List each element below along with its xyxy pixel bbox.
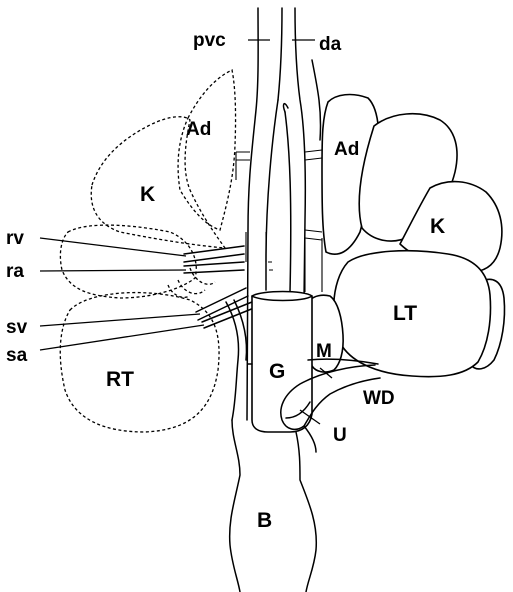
label-b: B — [257, 509, 272, 532]
label-u: U — [333, 425, 347, 446]
label-rv: rv — [6, 228, 24, 249]
label-kidney-right: K — [430, 215, 445, 238]
adrenal-left-outline — [178, 70, 235, 230]
label-rt: RT — [106, 368, 134, 391]
left-side-vessels — [184, 246, 254, 420]
label-pvc: pvc — [193, 30, 226, 51]
bladder-outline — [230, 420, 317, 592]
label-m: M — [316, 341, 332, 362]
label-kidney-left: K — [140, 183, 155, 206]
label-ra: ra — [6, 261, 24, 282]
kidney-left-lower-outline — [60, 225, 196, 298]
label-wd: WD — [363, 388, 395, 409]
label-adrenal-left: Ad — [186, 119, 211, 140]
label-sa: sa — [6, 345, 28, 366]
label-da: da — [319, 34, 342, 55]
label-g: G — [269, 360, 285, 383]
label-sv: sv — [6, 317, 28, 338]
label-lt: LT — [393, 302, 417, 325]
testis-left-outline — [60, 293, 219, 432]
label-adrenal-right: Ad — [334, 139, 359, 160]
